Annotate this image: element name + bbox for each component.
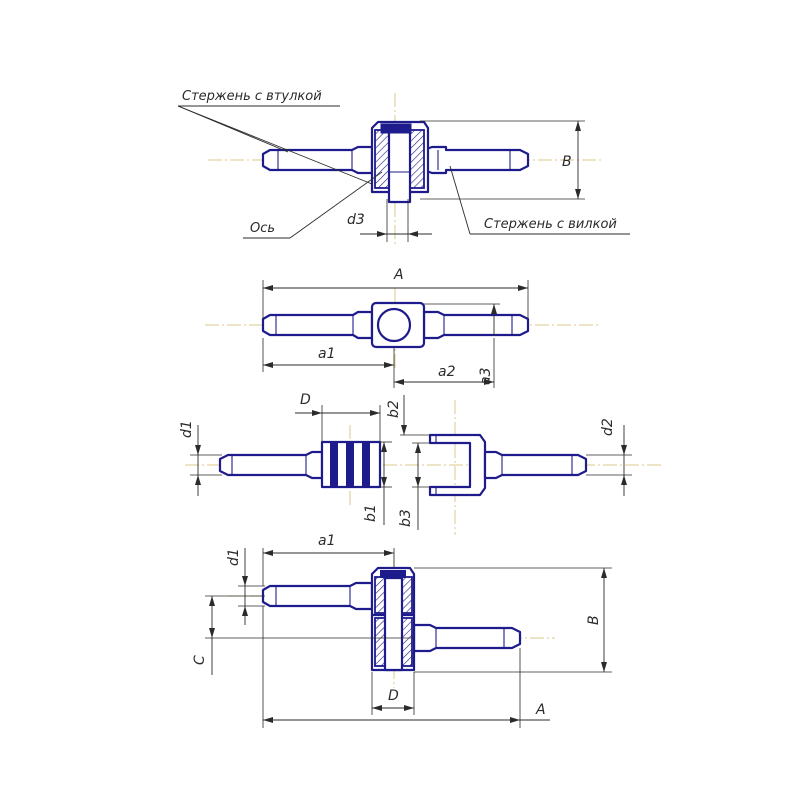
left-rod-plan xyxy=(261,310,374,340)
dim-label-A-offset: A xyxy=(535,702,546,718)
fork-cheek-right xyxy=(409,129,425,189)
fork-cheek-right-offset xyxy=(401,576,413,614)
view-3-exploded: D d1 b1 b2 b3 d2 xyxy=(179,392,664,535)
rod-with-fork-part xyxy=(483,450,588,480)
dim-label-d1-offset: d1 xyxy=(226,548,242,566)
axle-head xyxy=(380,123,412,134)
dim-label-a1-plan: a1 xyxy=(318,346,336,362)
dim-label-d1-exploded: d1 xyxy=(179,420,195,438)
dim-label-a3: a3 xyxy=(478,368,494,386)
sleeve-band-2 xyxy=(346,442,354,487)
sleeve-hatch-left xyxy=(374,617,386,667)
sleeve-hatch-right xyxy=(401,617,413,667)
dim-label-b1: b1 xyxy=(363,504,379,522)
dim-label-B-offset: B xyxy=(586,615,602,625)
view-4-offset-assembly: a1 d1 C B D A xyxy=(192,533,612,728)
dim-label-A-top: A xyxy=(393,267,404,283)
pin-hole xyxy=(376,307,412,343)
dim-label-D-exploded: D xyxy=(300,392,311,408)
sleeve-band-1 xyxy=(330,442,338,487)
dim-label-d2: d2 xyxy=(600,418,616,436)
view-1-section: B d3 Стержень с втулкой Ось Стержень с в… xyxy=(177,89,630,245)
axle xyxy=(387,130,412,204)
dim-label-d3: d3 xyxy=(347,212,365,228)
right-rod-plan xyxy=(422,310,530,340)
lower-rod xyxy=(412,623,522,653)
callout-axle: Ось xyxy=(250,221,275,236)
right-rod xyxy=(422,145,530,175)
dim-label-D-offset: D xyxy=(388,688,399,704)
fork-cheek-left xyxy=(374,129,390,189)
left-rod xyxy=(261,145,374,175)
dim-label-b2: b2 xyxy=(386,400,402,418)
dim-label-a1-offset: a1 xyxy=(318,533,336,549)
dim-label-b3: b3 xyxy=(398,509,414,527)
view-2-plan: A a1 a2 a3 xyxy=(205,267,600,388)
dim-label-C: C xyxy=(192,655,208,665)
sleeve-band-3 xyxy=(362,442,370,487)
rod-with-sleeve-part xyxy=(218,450,324,480)
axle-head-offset xyxy=(380,570,406,578)
upper-rod xyxy=(261,581,374,611)
callout-rod-with-fork: Стержень с вилкой xyxy=(484,217,617,232)
callout-rod-with-sleeve: Стержень с втулкой xyxy=(182,89,322,104)
axle-offset xyxy=(383,576,404,672)
fork-cheek-left-offset xyxy=(374,576,386,614)
dim-label-a2: a2 xyxy=(438,364,456,380)
dim-label-B: B xyxy=(562,154,572,170)
fork-part xyxy=(428,433,487,497)
